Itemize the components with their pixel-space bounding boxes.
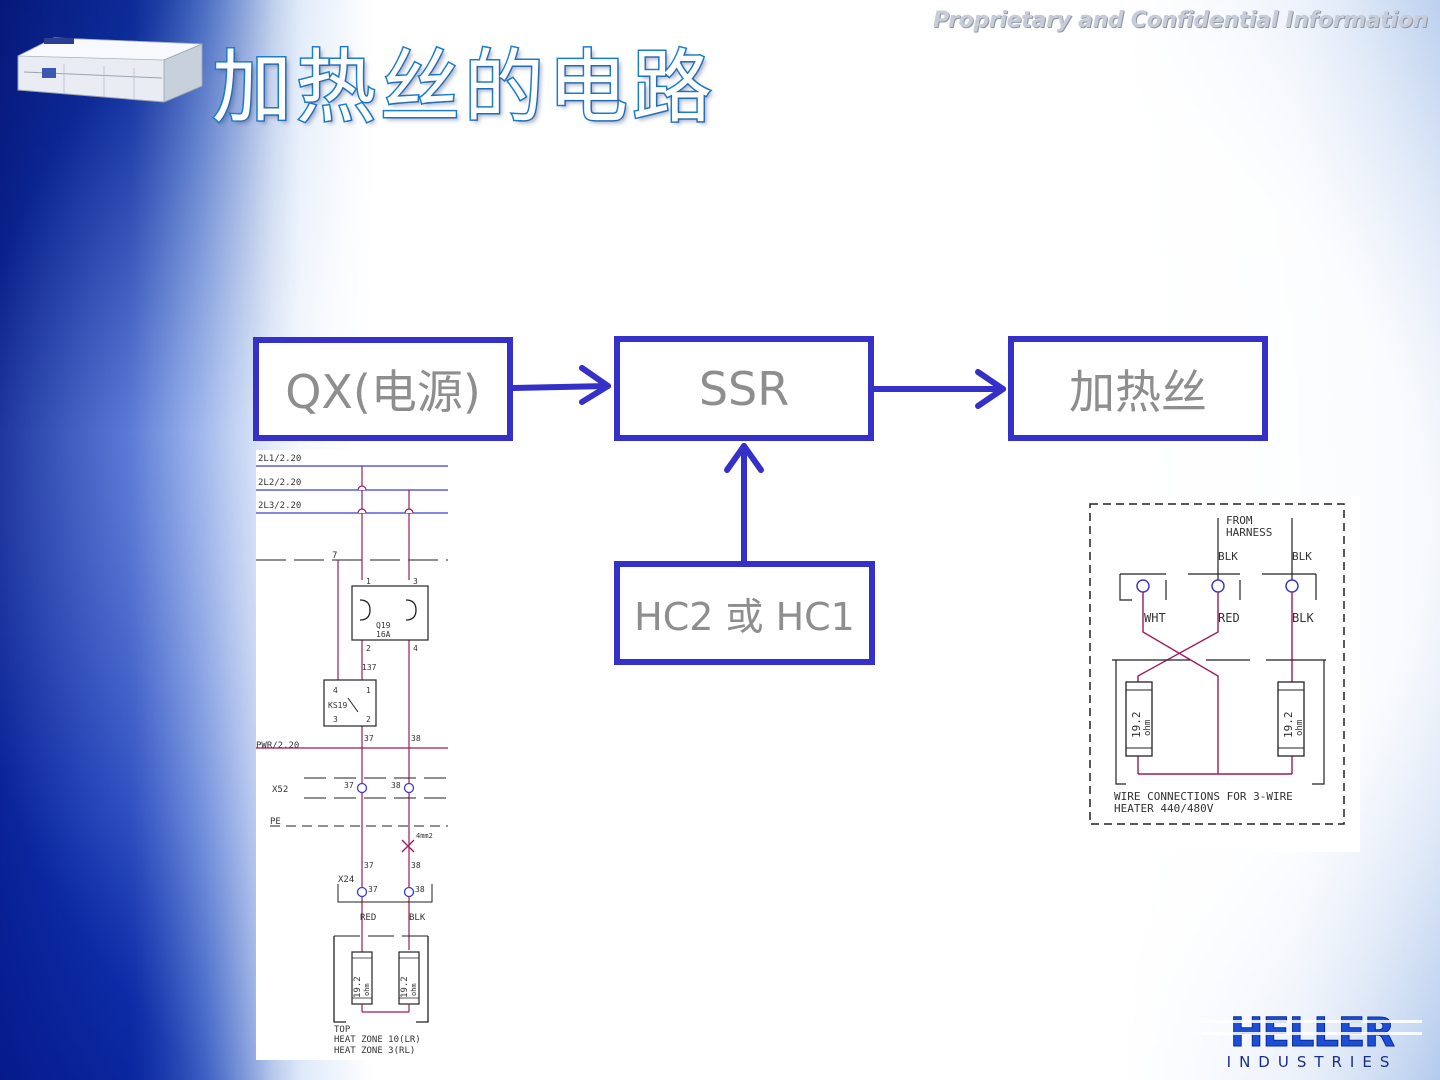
wire-label: 137 (362, 663, 377, 672)
box-power-label: QX(电源) (285, 365, 481, 419)
terminal-label: BLK (1292, 611, 1314, 625)
box-ssr-label: SSR (698, 361, 790, 416)
page-title: 加热丝的电路 (211, 41, 716, 134)
pwr-label: PWR/2.20 (256, 741, 299, 751)
bus-label: 2L1/2.20 (258, 454, 301, 464)
wire-label: 38 (411, 734, 421, 743)
harness-wire-label: BLK (1292, 550, 1312, 563)
box-power-qx: QX(电源) (253, 337, 513, 441)
bus-label: 2L2/2.20 (258, 478, 301, 488)
wire-size-label: 4mm2 (416, 832, 433, 840)
element-unit: ohm (1295, 720, 1305, 736)
terminal-label: WHT (1144, 611, 1166, 625)
schematic-caption: HEAT ZONE 3(RL) (334, 1046, 415, 1056)
left-blue-decoration (0, 0, 300, 1080)
schematic-caption: HEAT ZONE 10(LR) (334, 1035, 421, 1045)
box-ssr: SSR (614, 336, 874, 441)
bus-label: 2L3/2.20 (258, 501, 301, 511)
wire-label: 38 (411, 861, 421, 870)
pe-label: PE (270, 817, 281, 827)
relay-pin: 2 (366, 715, 371, 724)
reflow-oven-image (17, 37, 203, 103)
schematic-caption: TOP (334, 1025, 351, 1035)
confidential-notice: Proprietary and Confidential Information (932, 8, 1428, 33)
wire-color-label: BLK (409, 913, 426, 923)
box-control-hc: HC2 或 HC1 (614, 561, 875, 665)
from-harness-label: FROM (1226, 514, 1253, 527)
relay-pin: 4 (333, 686, 338, 695)
logo-sub: INDUSTRIES (1227, 1053, 1398, 1071)
relay-pin: 3 (333, 715, 338, 724)
terminal-label: RED (1218, 611, 1240, 625)
element-unit: ohm (410, 983, 418, 996)
breaker-name: Q19 (376, 621, 391, 630)
wire-label: 7 (332, 551, 337, 561)
arrow-power-to-ssr (510, 365, 611, 405)
element-value: 19.2 (400, 976, 410, 998)
right-heater-wiring-diagram: FROM HARNESS BLK BLK WHT RED BLK (1080, 496, 1360, 852)
relay-name: KS19 (328, 701, 347, 710)
element-value: 19.2 (1282, 712, 1295, 739)
relay-pin: 1 (366, 686, 371, 695)
arrow-ssr-to-heater (871, 369, 1006, 409)
wire-color-label: RED (360, 913, 376, 923)
terminal-x52-label: X52 (272, 785, 288, 795)
wiring-caption: HEATER 440/480V (1114, 802, 1214, 815)
terminal-number: 37 (368, 885, 378, 894)
breaker-pin: 1 (366, 577, 371, 586)
breaker-rating: 16A (376, 630, 391, 639)
element-unit: ohm (1143, 720, 1153, 736)
harness-wire-label: BLK (1218, 550, 1238, 563)
box-heater: 加热丝 (1008, 336, 1268, 441)
left-heater-schematic: 2L1/2.20 2L2/2.20 2L3/2.20 7 1 3 2 4 (256, 450, 448, 1060)
from-harness-label: HARNESS (1226, 526, 1272, 539)
arrow-control-to-ssr (724, 443, 764, 564)
wiring-caption: WIRE CONNECTIONS FOR 3-WIRE (1114, 790, 1293, 803)
terminal-number: 37 (344, 781, 354, 790)
element-value: 19.2 (1130, 712, 1143, 739)
wire-label: 37 (364, 861, 374, 870)
terminal-number: 38 (391, 781, 401, 790)
element-unit: ohm (363, 983, 371, 996)
breaker-pin: 3 (413, 577, 418, 586)
element-value: 19.2 (353, 976, 363, 998)
terminal-number: 38 (415, 885, 425, 894)
terminal-x24-label: X24 (338, 875, 354, 885)
box-control-label: HC2 或 HC1 (634, 594, 855, 639)
breaker-pin: 2 (366, 644, 371, 653)
heller-industries-logo: HELLER INDUSTRIES (1202, 1010, 1422, 1071)
wire-label: 37 (364, 734, 374, 743)
breaker-pin: 4 (413, 644, 418, 653)
box-heater-label: 加热丝 (1069, 364, 1207, 419)
